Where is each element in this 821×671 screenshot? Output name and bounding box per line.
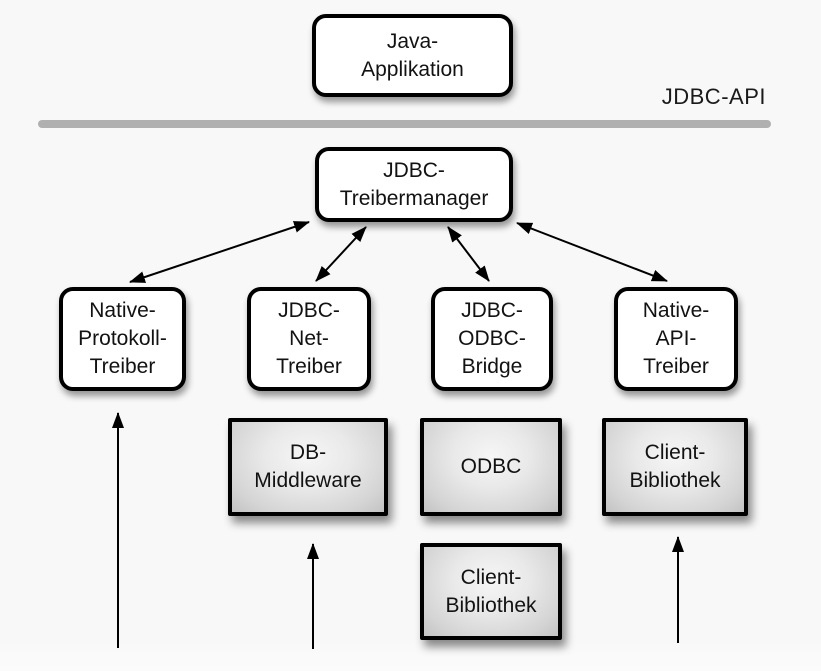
node-native-api-treiber-label: Native- API- Treiber [642,299,710,378]
node-jdbc-odbc-bridge-label: JDBC- ODBC- Bridge [458,299,526,378]
jdbc-api-divider-line [38,120,771,128]
node-native-protokoll-treiber: Native- Protokoll- Treiber [59,287,186,391]
node-native-api-treiber: Native- API- Treiber [614,287,738,391]
arrow-manager-to-native-api [516,222,668,282]
jdbc-api-label: JDBC-API [661,84,766,109]
node-jdbc-odbc-bridge: JDBC- ODBC- Bridge [431,287,553,391]
node-jdbc-treibermanager: JDBC- Treibermanager [315,147,513,222]
arrow-manager-to-native-protokoll [129,221,310,283]
node-java-applikation: Java- Applikation [312,14,513,97]
arrow-manager-to-jdbc-odbc [447,226,490,282]
node-jdbc-net-treiber-label: JDBC- Net- Treiber [276,299,342,378]
node-odbc-label: ODBC [460,455,522,479]
node-client-bibliothek-bottom: Client- Bibliothek [420,543,562,640]
arrow-manager-to-jdbc-net [315,226,367,282]
node-odbc: ODBC [420,418,562,516]
node-jdbc-treibermanager-label: JDBC- Treibermanager [339,158,489,210]
node-java-applikation-label: Java- Applikation [361,29,464,81]
node-native-protokoll-treiber-label: Native- Protokoll- Treiber [78,299,167,378]
node-db-middleware-label: DB- Middleware [254,441,362,492]
node-db-middleware: DB- Middleware [228,418,388,516]
node-client-bibliothek-right: Client- Bibliothek [602,418,748,516]
node-client-bibliothek-bottom-label: Client- Bibliothek [445,565,537,617]
node-jdbc-net-treiber: JDBC- Net- Treiber [247,287,371,391]
node-client-bibliothek-right-label: Client- Bibliothek [629,441,721,492]
